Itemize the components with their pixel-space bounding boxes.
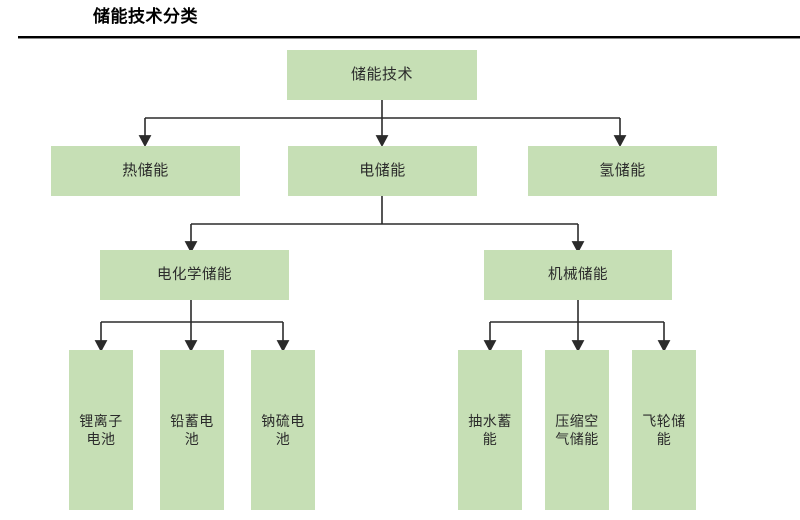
node-label: 储能技术 [350, 65, 413, 83]
node-label: 钠硫电池 [261, 412, 305, 447]
node-lead-acid-battery[interactable]: 铅蓄电池 [160, 350, 224, 510]
node-flywheel-storage[interactable]: 飞轮储能 [632, 350, 696, 510]
node-thermal-storage[interactable]: 热储能 [51, 146, 240, 196]
node-label: 电储能 [359, 161, 406, 179]
node-label: 飞轮储能 [642, 412, 686, 447]
org-chart-canvas: 储能技术 热储能 电储能 氢储能 电化学储能 机械储能 锂离子电池 铅蓄电池 钠… [0, 40, 800, 520]
node-compressed-air-storage[interactable]: 压缩空气储能 [545, 350, 609, 510]
node-label: 氢储能 [599, 161, 646, 179]
node-label: 机械储能 [548, 266, 608, 283]
node-label: 电化学储能 [157, 266, 232, 283]
node-sodium-sulfur-battery[interactable]: 钠硫电池 [251, 350, 315, 510]
node-label: 热储能 [122, 161, 169, 179]
node-hydrogen-storage[interactable]: 氢储能 [528, 146, 717, 196]
connector-lines [94, 100, 671, 353]
node-mechanical-storage[interactable]: 机械储能 [484, 250, 672, 300]
node-electrochemical-storage[interactable]: 电化学储能 [100, 250, 289, 300]
node-pumped-hydro-storage[interactable]: 抽水蓄能 [458, 350, 522, 510]
node-label: 铅蓄电池 [170, 412, 214, 447]
node-label: 压缩空气储能 [555, 412, 599, 447]
page-title: 储能技术分类 [93, 7, 198, 26]
node-energy-storage-technology[interactable]: 储能技术 [287, 50, 477, 100]
node-lithium-ion-battery[interactable]: 锂离子电池 [69, 350, 133, 510]
node-electrical-storage[interactable]: 电储能 [288, 146, 477, 196]
title-divider [18, 36, 800, 39]
node-label: 锂离子电池 [79, 412, 123, 447]
node-label: 抽水蓄能 [468, 412, 512, 447]
